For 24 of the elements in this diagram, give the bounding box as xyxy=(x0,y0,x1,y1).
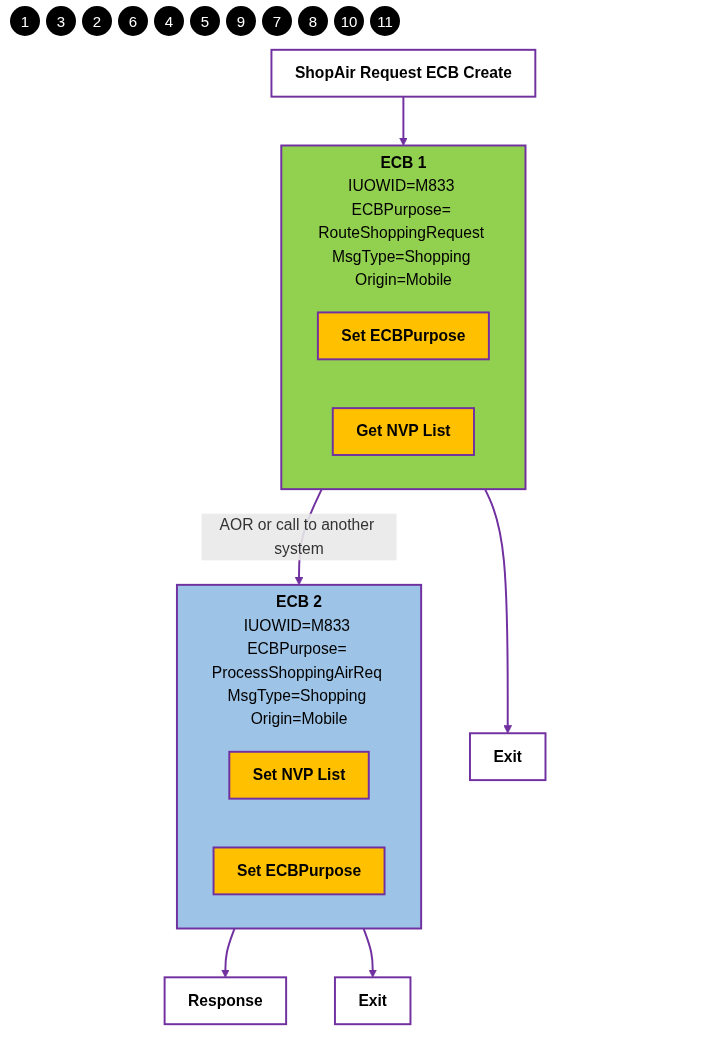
arrow xyxy=(483,488,512,734)
arrow xyxy=(221,927,236,978)
callout-number: 7 xyxy=(262,6,292,36)
callout-number: 1 xyxy=(10,6,40,36)
callout-number: 5 xyxy=(190,6,220,36)
node-box: ShopAir Request ECB Create xyxy=(270,48,537,98)
callout-number: 3 xyxy=(46,6,76,36)
callout-number: 4 xyxy=(154,6,184,36)
edge-label: AOR or call to another system xyxy=(219,516,375,557)
node-box: Exit xyxy=(333,976,412,1026)
callout-number: 2 xyxy=(82,6,112,36)
node-box: Get NVP List xyxy=(331,407,475,456)
callout-number: 8 xyxy=(298,6,328,36)
arrow xyxy=(399,95,408,146)
node-box: Set NVP List xyxy=(228,750,370,800)
node-box: Set ECBPurpose xyxy=(212,846,386,896)
callout-number: 10 xyxy=(334,6,364,36)
callout-number: 9 xyxy=(226,6,256,36)
node-box: Response xyxy=(163,976,288,1026)
arrow xyxy=(362,927,377,978)
node-box: Exit xyxy=(468,732,547,782)
callout-number: 6 xyxy=(118,6,148,36)
callout-number: 11 xyxy=(370,6,400,36)
node-box: Set ECBPurpose xyxy=(316,311,490,361)
